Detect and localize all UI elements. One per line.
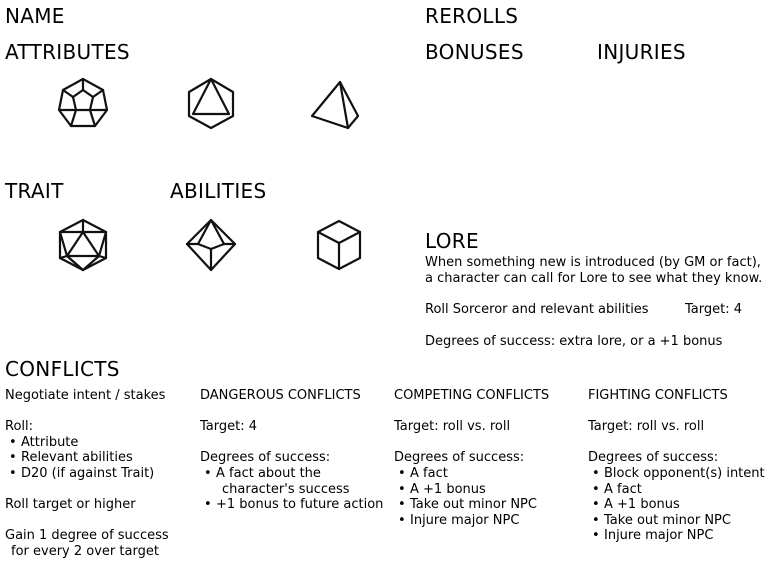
competing-conflicts-column: COMPETING CONFLICTS Target: roll vs. rol… <box>394 388 586 528</box>
fighting-degrees-list: Block opponent(s) intent A fact A +1 bon… <box>588 466 778 544</box>
lore-target: Target: 4 <box>685 302 743 317</box>
d4-icon <box>308 78 362 132</box>
competing-degrees-list: A fact A +1 bonus Take out minor NPC Inj… <box>394 466 586 528</box>
lore-heading: LORE <box>425 229 479 253</box>
d6-icon <box>312 218 366 272</box>
conflicts-heading: CONFLICTS <box>5 357 120 381</box>
list-item: +1 bonus to future action <box>200 497 392 513</box>
d10-icon <box>184 218 238 272</box>
conflicts-intro: Negotiate intent / stakes <box>5 388 166 403</box>
dangerous-title: DANGEROUS CONFLICTS <box>200 388 361 403</box>
list-item: A +1 bonus <box>588 497 778 513</box>
trait-heading: TRAIT <box>5 179 64 203</box>
list-item: A fact about the character's success <box>200 466 392 497</box>
d8-icon <box>184 76 238 130</box>
fighting-target: Target: roll vs. roll <box>588 419 705 435</box>
name-heading: NAME <box>5 4 65 28</box>
d20-icon <box>56 218 110 272</box>
lore-line-2: a character can call for Lore to see wha… <box>425 270 763 286</box>
list-item: Relevant abilities <box>5 450 195 466</box>
roll-label: Roll: <box>5 419 34 435</box>
list-item: A +1 bonus <box>394 482 586 498</box>
competing-title: COMPETING CONFLICTS <box>394 388 550 403</box>
list-item: Injure major NPC <box>588 528 778 544</box>
roll-target-text: Roll target or higher <box>5 497 136 513</box>
dangerous-degrees-list: A fact about the character's success +1 … <box>200 466 392 513</box>
d12-icon <box>56 76 110 130</box>
list-item: Take out minor NPC <box>394 497 586 513</box>
lore-degrees: Degrees of success: extra lore, or a +1 … <box>425 334 723 349</box>
fighting-conflicts-column: FIGHTING CONFLICTS Target: roll vs. roll… <box>588 388 778 544</box>
dangerous-item-1-line-2: character's success <box>222 481 350 497</box>
list-item: Block opponent(s) intent <box>588 466 778 482</box>
list-item: Injure major NPC <box>394 513 586 529</box>
dangerous-item-1-line-1: A fact about the <box>216 465 321 481</box>
injuries-heading: INJURIES <box>597 40 686 64</box>
dangerous-target: Target: 4 <box>200 419 258 435</box>
fighting-degrees-label: Degrees of success: <box>588 450 719 466</box>
gain-line-1: Gain 1 degree of success <box>5 528 169 544</box>
bonuses-heading: BONUSES <box>425 40 524 64</box>
dangerous-conflicts-column: DANGEROUS CONFLICTS Target: 4 Degrees of… <box>200 388 392 513</box>
gain-line-2: for every 2 over target <box>11 543 159 559</box>
conflicts-general-column: Negotiate intent / stakes Roll: Attribut… <box>5 388 195 560</box>
dangerous-degrees-label: Degrees of success: <box>200 450 331 466</box>
list-item: A fact <box>588 482 778 498</box>
lore-description: When something new is introduced (by GM … <box>425 255 777 286</box>
attributes-heading: ATTRIBUTES <box>5 40 130 64</box>
rerolls-heading: REROLLS <box>425 4 519 28</box>
lore-roll: Roll Sorceror and relevant abilities <box>425 302 649 317</box>
competing-degrees-label: Degrees of success: <box>394 450 525 466</box>
list-item: Take out minor NPC <box>588 513 778 529</box>
competing-target: Target: roll vs. roll <box>394 419 511 435</box>
list-item: D20 (if against Trait) <box>5 466 195 482</box>
list-item: Attribute <box>5 435 195 451</box>
list-item: A fact <box>394 466 586 482</box>
fighting-title: FIGHTING CONFLICTS <box>588 388 728 403</box>
abilities-heading: ABILITIES <box>170 179 267 203</box>
roll-list: Attribute Relevant abilities D20 (if aga… <box>5 435 195 482</box>
lore-line-1: When something new is introduced (by GM … <box>425 255 761 270</box>
